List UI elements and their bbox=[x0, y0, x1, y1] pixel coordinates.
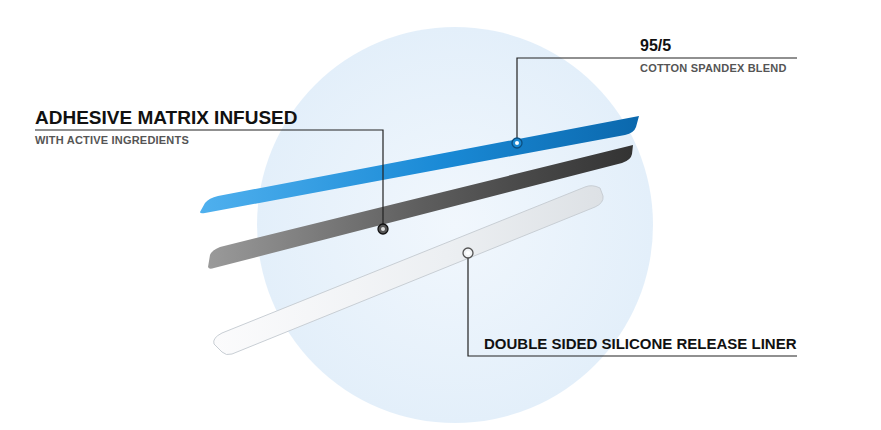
leader-line bbox=[468, 257, 797, 356]
callout-heading: ADHESIVE MATRIX INFUSED bbox=[35, 107, 298, 128]
marker-dot bbox=[466, 251, 470, 255]
leader-line bbox=[517, 58, 797, 139]
callout-heading: 95/5 bbox=[640, 37, 671, 55]
leader-line bbox=[35, 130, 383, 226]
marker-dot bbox=[515, 141, 519, 145]
marker-dot bbox=[381, 227, 385, 231]
marker-dot bbox=[463, 248, 473, 258]
callout-heading: DOUBLE SIDED SILICONE RELEASE LINER bbox=[484, 335, 797, 352]
marker-dot bbox=[378, 224, 388, 234]
callout-subtext: WITH ACTIVE INGREDIENTS bbox=[35, 134, 189, 146]
marker-dot bbox=[512, 138, 522, 148]
callout-subtext: COTTON SPANDEX BLEND bbox=[640, 62, 787, 74]
